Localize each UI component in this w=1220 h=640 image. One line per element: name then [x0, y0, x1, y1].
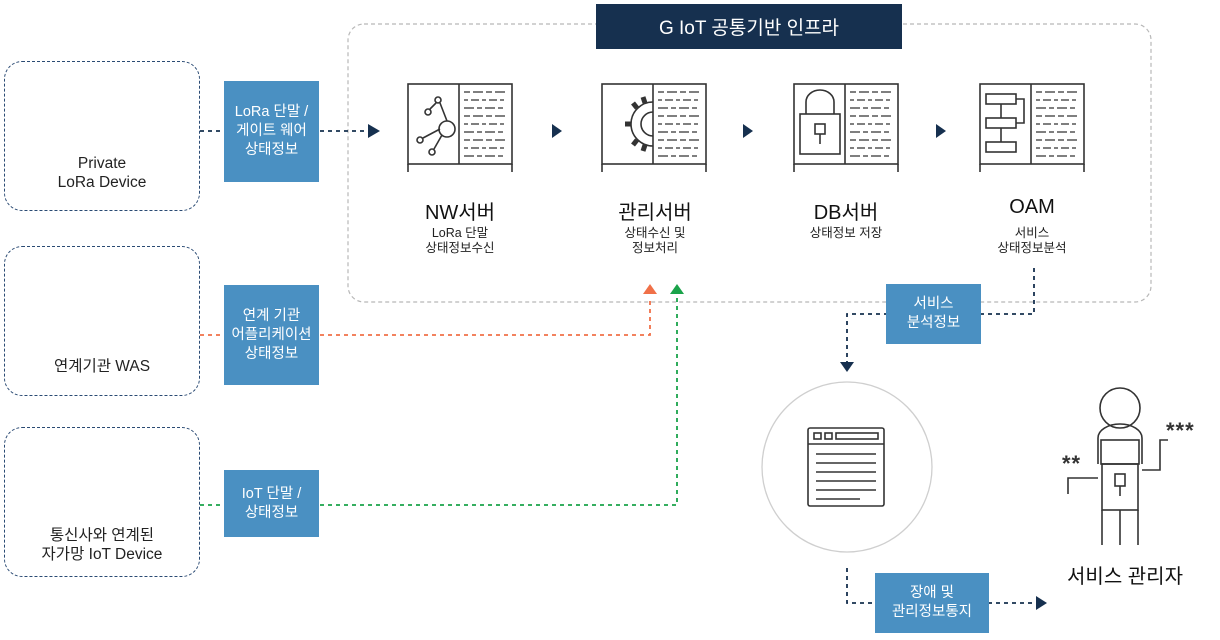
manager-label: 서비스 관리자	[1067, 566, 1183, 588]
app-flow-line	[200, 298, 651, 336]
iot-flow-arrow	[670, 284, 684, 294]
tag-app-status: 연계 기관 어플리케이션 상태정보	[224, 285, 319, 385]
dashboard-circle	[761, 381, 933, 553]
server-desc-oam: 서비스 상태정보분석	[997, 226, 1067, 255]
server-name-oam: OAM	[1009, 196, 1055, 218]
source-label: 통신사와 연계된 자가망 IoT Device	[41, 527, 163, 563]
source-private-lora: Private LoRa Device	[4, 61, 200, 211]
server-desc-nw: LoRa 단말 상태정보수신	[425, 226, 495, 255]
notify-flow-arrow	[1036, 596, 1047, 610]
server-name-nw: NW서버	[424, 202, 496, 224]
arrow-db-to-oam	[936, 124, 946, 138]
server-desc-mgmt: 상태수신 및 정보처리	[624, 226, 686, 255]
server-name-db: DB서버	[813, 202, 879, 224]
gear-server-icon	[601, 83, 707, 172]
web-page-icon	[807, 427, 885, 507]
source-carrier-iot: 통신사와 연계된 자가망 IoT Device	[4, 427, 200, 577]
arrow-nw-to-mgmt	[552, 124, 562, 138]
service-manager-icon	[1067, 387, 1168, 545]
lock-server-icon	[793, 83, 899, 172]
tag-analysis-info: 서비스 분석정보	[886, 284, 981, 344]
analysis-flow-arrow	[840, 362, 854, 372]
tag-notify: 장애 및 관리정보통지	[875, 573, 989, 633]
tag-iot-status: IoT 단말 / 상태정보	[224, 470, 319, 537]
source-label: Private LoRa Device	[57, 155, 147, 191]
lora-flow-arrow	[368, 124, 380, 138]
tag-lora-status: LoRa 단말 / 게이트 웨어 상태정보	[224, 81, 319, 182]
arrow-mgmt-to-db	[743, 124, 753, 138]
server-name-mgmt: 관리서버	[618, 202, 692, 224]
source-label: 연계기관 WAS	[53, 358, 151, 375]
manager-left-code: **	[1062, 451, 1082, 476]
server-desc-db: 상태정보 저장	[809, 226, 883, 240]
app-flow-arrow	[643, 284, 657, 294]
manager-right-code: ***	[1166, 418, 1195, 443]
flowchart-server-icon	[979, 83, 1085, 172]
source-partner-was: 연계기관 WAS	[4, 246, 200, 396]
infra-title: G IoT 공통기반 인프라	[596, 4, 902, 49]
network-server-icon	[407, 83, 513, 172]
